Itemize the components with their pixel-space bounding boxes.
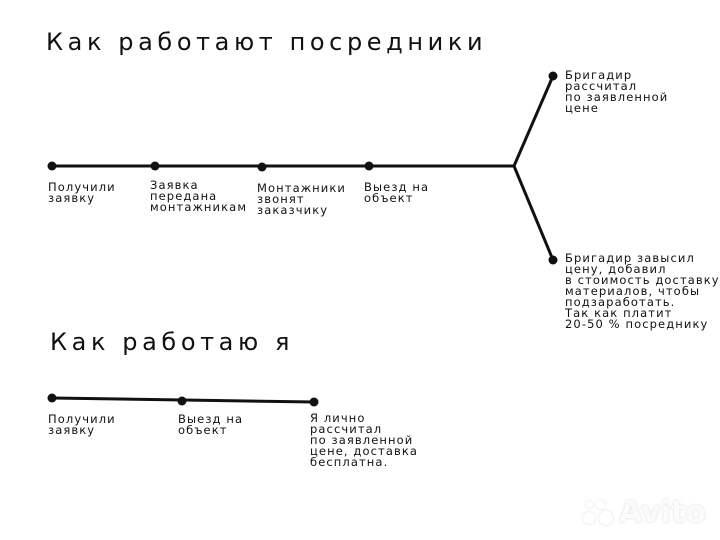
branch-up-line: [512, 74, 555, 168]
me-title: Как работаю я: [50, 328, 295, 356]
outcome-bottom-label: Бригадир завысил цену, добавил в стоимос…: [565, 251, 720, 331]
step-label-4: Выезд на объект: [364, 180, 430, 205]
step-dot: [150, 161, 160, 171]
branch-down-line: [512, 164, 555, 262]
outcome-top-dot: [548, 71, 558, 81]
step-label-3: Монтажники звонят заказчику: [257, 181, 346, 217]
me-step-label-2: Выезд на объект: [178, 412, 244, 437]
me-step-dot: [309, 397, 319, 407]
me-step-label-3: Я лично рассчитал по заявленной цене, до…: [310, 411, 419, 469]
step-dot: [47, 161, 57, 171]
step-label-2: Заявка передана монтажникам: [150, 178, 248, 214]
outcome-top-label: Бригадир рассчитал по заявленной цене: [565, 68, 669, 115]
outcome-bottom-dot: [548, 255, 558, 265]
me-step-label-1: Получили заявку: [48, 412, 116, 437]
intermediaries-title: Как работают посредники: [46, 28, 488, 56]
avito-watermark: Avito: [583, 495, 706, 530]
step-dot: [257, 162, 267, 172]
avito-logo-icon: [583, 498, 614, 528]
me-step-dot: [47, 393, 57, 403]
me-step-dot: [177, 396, 187, 406]
step-label-1: Получили заявку: [48, 180, 116, 205]
watermark-text: Avito: [619, 495, 706, 530]
step-dot: [364, 161, 374, 171]
